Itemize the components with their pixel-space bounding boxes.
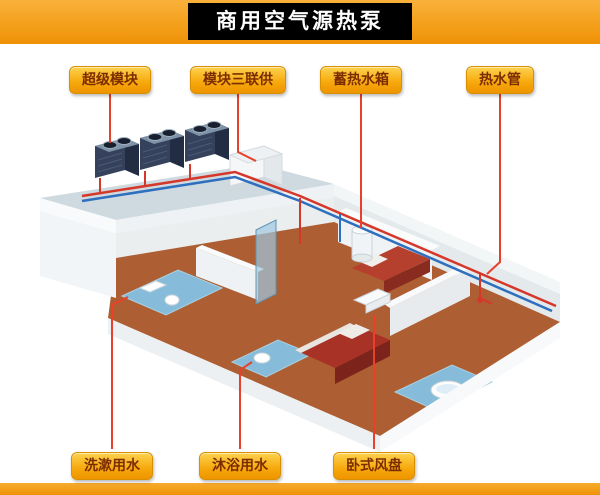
connector-bathing-water <box>239 361 253 449</box>
callout-storage-tank: 蓄热水箱 <box>320 66 402 94</box>
furniture <box>138 225 466 400</box>
indoor-storage-tank <box>351 225 373 263</box>
washbasin <box>138 280 168 293</box>
shower-tray <box>253 352 271 364</box>
hot-water-pipe-run <box>81 170 557 308</box>
glass-partition <box>255 219 277 305</box>
rooftop <box>40 164 334 298</box>
callout-super-module: 超级模块 <box>69 66 151 94</box>
callout-connectors <box>109 93 501 449</box>
heat-pump-modules <box>95 121 284 187</box>
callout-hot-water-pipe: 热水管 <box>466 66 534 94</box>
callout-fan-coil: 卧式风盘 <box>333 452 415 480</box>
fan-coil-unit <box>352 288 392 314</box>
toilet <box>164 294 180 306</box>
exterior-base <box>108 318 560 452</box>
callout-bathing-water: 沐浴用水 <box>199 452 281 480</box>
page-title: 商用空气源热泵 <box>188 3 412 41</box>
footer-bar <box>0 483 600 495</box>
bed-small <box>352 246 430 294</box>
bathroom-left-floor <box>120 269 224 316</box>
callout-washing-water: 洗漱用水 <box>71 452 153 480</box>
piping <box>81 164 557 313</box>
connector-washing-water <box>111 296 129 449</box>
connector-trigeneration <box>237 93 257 162</box>
cold-water-pipe-run <box>81 175 553 313</box>
callout-trigeneration: 模块三联供 <box>190 66 286 94</box>
rooftop-module-box <box>228 145 284 187</box>
header-bar: 商用空气源热泵 <box>0 0 600 44</box>
pipe-outlet-dot <box>477 297 483 303</box>
bed-large <box>295 323 390 384</box>
unit-pipe-stubs <box>99 164 191 192</box>
connector-hot-water-pipe <box>486 93 501 275</box>
